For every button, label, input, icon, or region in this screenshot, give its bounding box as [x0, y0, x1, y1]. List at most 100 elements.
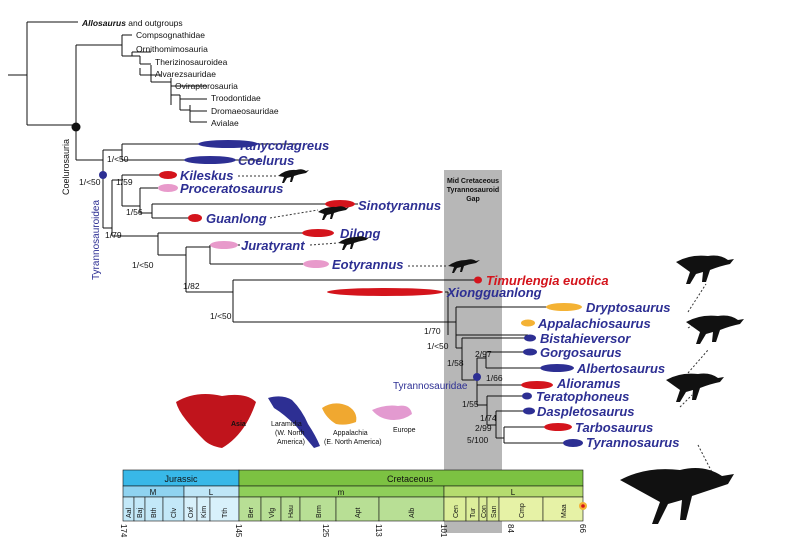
stage-label: Oxf	[188, 507, 195, 518]
time-tick: 174	[119, 524, 128, 538]
range-kileskus	[159, 171, 177, 179]
stage-label: Apt	[355, 507, 362, 518]
time-tick: 113	[374, 524, 383, 537]
map-label-asia: Asia	[231, 421, 246, 428]
guanlong-silhouette	[318, 206, 349, 220]
stage-label: Tth	[222, 508, 229, 518]
gap-label-1: Mid Cretaceous	[447, 178, 499, 185]
stage-label: Cen	[453, 505, 460, 518]
support-value: 5/100	[467, 435, 489, 445]
juratyrant-silhouette	[338, 236, 370, 250]
support-value: 2/97	[475, 349, 492, 359]
stage-label: Con	[481, 505, 488, 518]
range-appalachiosaurus	[521, 319, 535, 327]
range-eotyrannus	[303, 260, 329, 268]
taxon-teratophoneus: Teratophoneus	[536, 389, 629, 404]
taxon-alioramus: Alioramus	[556, 376, 621, 391]
range-albertosaurus	[540, 364, 574, 372]
taxon-tyrannosaurus: Tyrannosaurus	[586, 435, 679, 450]
stage-label: Baj	[137, 507, 144, 518]
stage-label: Brm	[316, 505, 323, 518]
taxon-eotyrannus: Eotyrannus	[332, 257, 404, 272]
support-value: 1/82	[183, 281, 200, 291]
support-value: 1/<50	[427, 341, 449, 351]
range-teratophoneus	[522, 392, 532, 400]
taxon-proceratosaurus: Proceratosaurus	[180, 181, 283, 196]
epoch-l-label: L	[209, 488, 214, 497]
support-value: 1/56	[126, 207, 143, 217]
range-juratyrant	[210, 241, 238, 249]
period-jurassic-label: Jurassic	[164, 474, 198, 484]
outgroup-troodontidae: Troodontidae	[211, 93, 261, 103]
range-proceratosaurus	[158, 184, 178, 192]
clade-tyrannosauroidea: Tyrannosauroidea	[91, 200, 102, 280]
stage-label: Cmp	[519, 503, 526, 518]
taxon-guanlong: Guanlong	[206, 211, 267, 226]
tyrannosauroid-tree	[76, 143, 570, 444]
clade-tyrannosauridae: Tyrannosauridae	[393, 381, 468, 392]
map-label-laramidia-sub1: (W. North	[275, 430, 305, 437]
support-value: 1/74	[480, 413, 497, 423]
stage-label: Aal	[126, 507, 133, 518]
time-tick: 66	[578, 524, 587, 533]
support-value: 1/79	[105, 230, 122, 240]
support-value: 1/<50	[107, 154, 129, 164]
taxon-appalachiosaurus: Appalachiosaurus	[537, 316, 651, 331]
map-label-appalachia: Appalachia	[333, 430, 368, 437]
range-timurlengia	[474, 276, 482, 284]
time-tick: 84	[506, 524, 515, 533]
map-label-europe: Europe	[393, 427, 416, 434]
range-tarbosaurus	[544, 423, 572, 431]
epoch-m-label-2: m	[338, 488, 345, 497]
dinosaur-silhouettes	[278, 169, 744, 524]
taxon-albertosaurus: Albertosaurus	[576, 361, 665, 376]
time-tick: 101	[439, 524, 448, 538]
dryptosaurus-silhouette	[676, 255, 734, 284]
daspletosaurus-silhouette	[666, 373, 724, 402]
range-dilong	[302, 229, 334, 237]
taxon-sinotyrannus: Sinotyrannus	[358, 198, 441, 213]
stage-labels: Aal Baj Bth Clv Oxf Kim Tth Ber Vlg Hau …	[126, 503, 568, 518]
support-value: 1/66	[486, 373, 503, 383]
time-ticks: 174 145 125 113 101 84 66	[119, 524, 587, 538]
range-tyrannosaurus	[563, 439, 583, 447]
support-value: 1/<50	[79, 177, 101, 187]
time-tick: 145	[234, 524, 243, 538]
range-alioramus	[521, 381, 553, 389]
stage-label: Alb	[409, 508, 416, 518]
map-label-laramidia: Laramidia	[271, 421, 302, 428]
period-cretaceous-label: Cretaceous	[387, 474, 434, 484]
support-value: 1/70	[424, 326, 441, 336]
map-label-appalachia-sub: (E. North America)	[324, 439, 382, 446]
albertosaurus-silhouette	[686, 315, 744, 344]
outgroup-ornithomimosauria: Ornithomimosauria	[136, 44, 208, 54]
taxon-tarbosaurus: Tarbosaurus	[575, 420, 653, 435]
epoch-m-label: M	[150, 488, 157, 497]
stage-label: San	[491, 505, 498, 518]
taxon-daspletosaurus: Daspletosaurus	[537, 404, 635, 419]
tyrannosaurus-silhouette	[620, 468, 734, 524]
range-xiongguanlong	[327, 288, 443, 296]
stage-label: Ber	[248, 506, 255, 518]
stage-cells	[122, 496, 584, 522]
outgroup-avialae: Avialae	[211, 118, 239, 128]
tyrannosauroidea-node	[99, 171, 107, 179]
stage-label: Clv	[171, 507, 178, 518]
stage-label: Tur	[470, 507, 477, 518]
taxon-labels: Tanycolagreus Coelurus Kileskus Procerat…	[180, 138, 679, 450]
stage-label: Bth	[151, 507, 158, 518]
outgroup-alvarezsauridae: Alvarezsauridae	[155, 69, 216, 79]
range-ellipses	[158, 140, 583, 447]
kpg-boundary-dot	[581, 504, 585, 508]
appalachia-landmass	[322, 403, 357, 425]
support-values: 1/<50 1/<50 1/59 1/56 1/79 1/<50 1/82 1/…	[79, 154, 503, 445]
stage-label: Vlg	[269, 508, 276, 518]
outgroup-oviraptorosauria: Oviraptorosauria	[175, 81, 238, 91]
taxon-bistahieversor: Bistahieversor	[540, 331, 631, 346]
outgroup-dromaeosauridae: Dromaeosauridae	[211, 106, 279, 116]
outgroup-compsognathidae: Compsognathidae	[136, 30, 205, 40]
range-coelurus	[184, 156, 236, 164]
taxon-tanycolagreus: Tanycolagreus	[238, 138, 329, 153]
geologic-timescale: Jurassic Cretaceous M L m L	[119, 469, 587, 538]
